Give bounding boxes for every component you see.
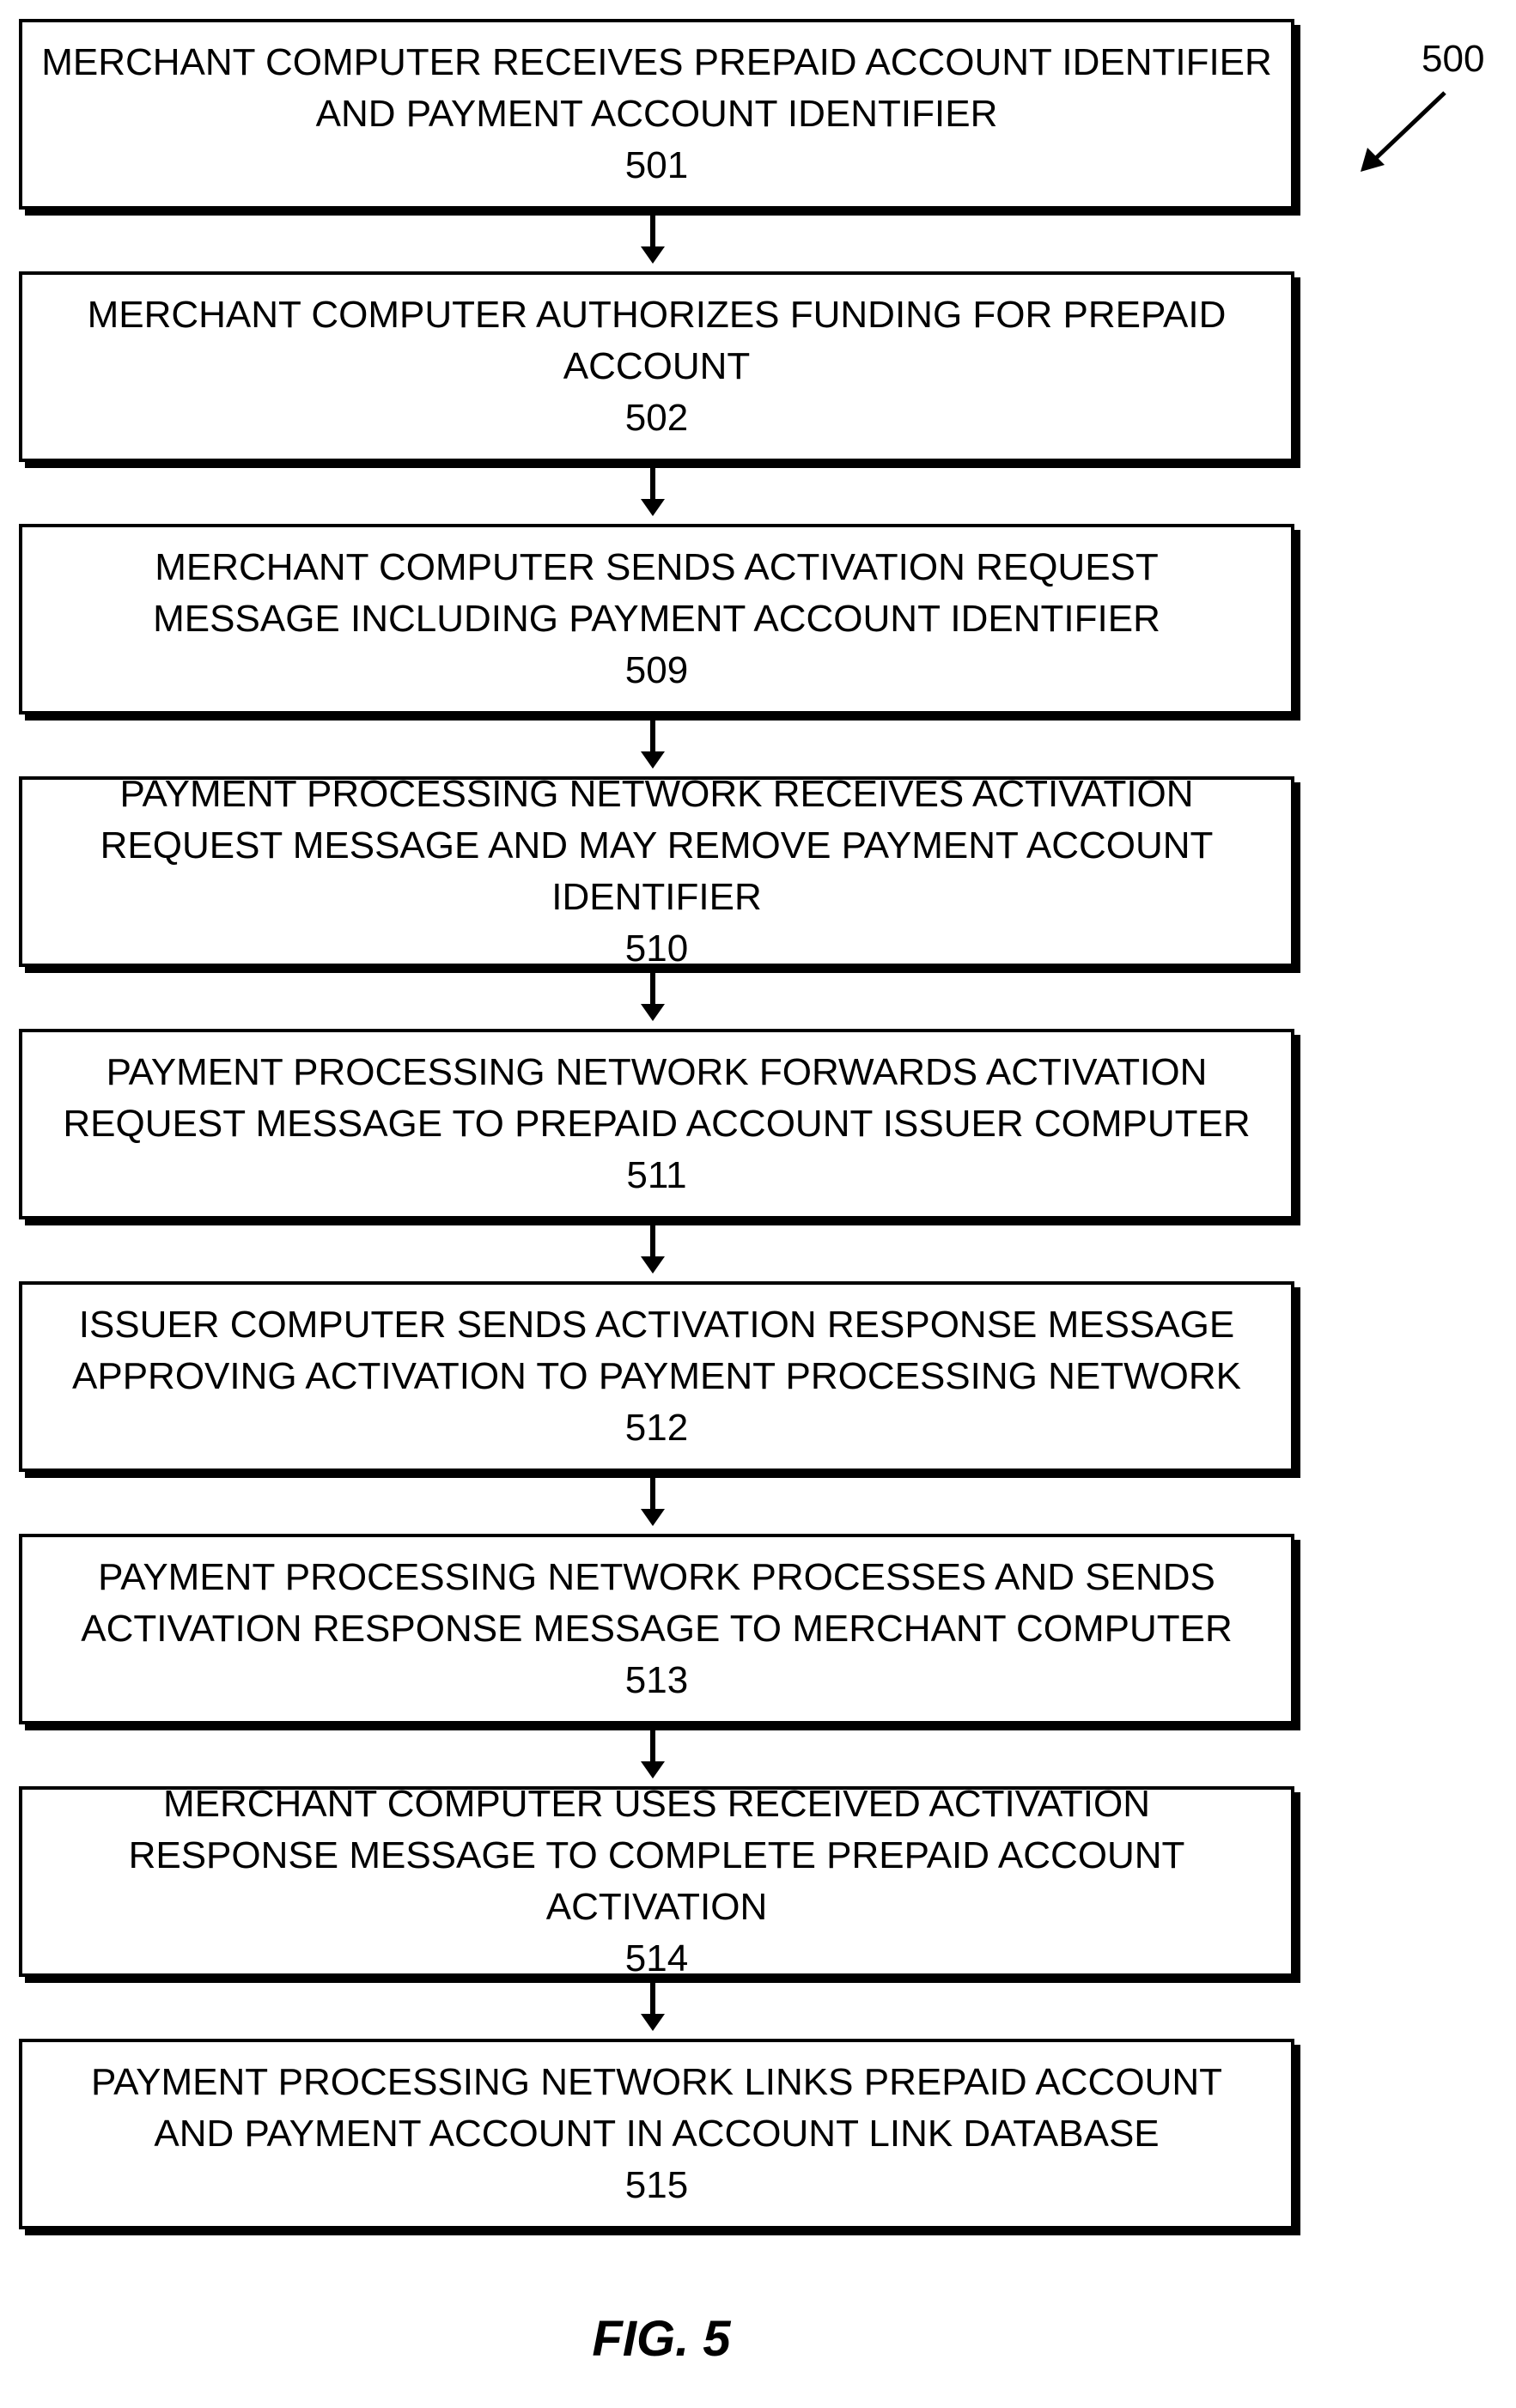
figure-caption: FIG. 5	[0, 2310, 1323, 2368]
step-box-502: MERCHANT COMPUTER AUTHORIZES FUNDING FOR…	[19, 271, 1294, 462]
step-text: PAYMENT PROCESSING NETWORK PROCESSES AND…	[33, 1552, 1281, 1655]
step-number: 515	[625, 2160, 688, 2211]
step-box-510: PAYMENT PROCESSING NETWORK RECEIVES ACTI…	[19, 776, 1294, 967]
figure-reference-numeral: 500	[1422, 38, 1484, 81]
step-text: PAYMENT PROCESSING NETWORK FORWARDS ACTI…	[47, 1047, 1267, 1150]
step-box-512: ISSUER COMPUTER SENDS ACTIVATION RESPONS…	[19, 1281, 1294, 1472]
step-box-501: MERCHANT COMPUTER RECEIVES PREPAID ACCOU…	[19, 19, 1294, 210]
arrow-down-icon	[641, 1256, 665, 1274]
arrow-down-icon	[641, 499, 665, 516]
connector-line	[650, 1225, 655, 1256]
arrow-down-icon	[641, 1004, 665, 1021]
step-number: 510	[625, 923, 688, 975]
step-number: 511	[626, 1150, 686, 1201]
step-box-511: PAYMENT PROCESSING NETWORK FORWARDS ACTI…	[19, 1029, 1294, 1219]
connector-line	[650, 1730, 655, 1761]
connector-line	[650, 216, 655, 246]
step-box-513: PAYMENT PROCESSING NETWORK PROCESSES AND…	[19, 1534, 1294, 1724]
arrow-down-icon	[641, 1761, 665, 1779]
step-number: 512	[625, 1402, 688, 1454]
connector-line	[650, 1983, 655, 2014]
connector-line	[650, 973, 655, 1004]
connector-line	[650, 468, 655, 499]
step-box-514: MERCHANT COMPUTER USES RECEIVED ACTIVATI…	[19, 1786, 1294, 1977]
step-number: 509	[625, 645, 688, 696]
step-text: PAYMENT PROCESSING NETWORK LINKS PREPAID…	[73, 2057, 1241, 2160]
step-text: MERCHANT COMPUTER SENDS ACTIVATION REQUE…	[82, 542, 1233, 645]
arrow-down-icon	[641, 2014, 665, 2031]
step-text: ISSUER COMPUTER SENDS ACTIVATION RESPONS…	[56, 1299, 1258, 1402]
connector-line	[650, 1478, 655, 1509]
arrow-down-icon	[641, 246, 665, 264]
step-box-515: PAYMENT PROCESSING NETWORK LINKS PREPAID…	[19, 2039, 1294, 2229]
arrow-down-icon	[641, 1509, 665, 1526]
step-number: 502	[625, 392, 688, 444]
step-number: 513	[625, 1655, 688, 1706]
step-text: MERCHANT COMPUTER RECEIVES PREPAID ACCOU…	[39, 37, 1276, 140]
arrow-down-icon	[641, 751, 665, 769]
step-box-509: MERCHANT COMPUTER SENDS ACTIVATION REQUE…	[19, 524, 1294, 714]
step-text: PAYMENT PROCESSING NETWORK RECEIVES ACTI…	[56, 769, 1258, 923]
figure-reference-arrow-icon	[1349, 84, 1460, 179]
connector-line	[650, 721, 655, 751]
step-number: 501	[625, 140, 688, 192]
step-text: MERCHANT COMPUTER USES RECEIVED ACTIVATI…	[82, 1779, 1233, 1933]
step-text: MERCHANT COMPUTER AUTHORIZES FUNDING FOR…	[33, 289, 1281, 392]
step-number: 514	[625, 1933, 688, 1985]
